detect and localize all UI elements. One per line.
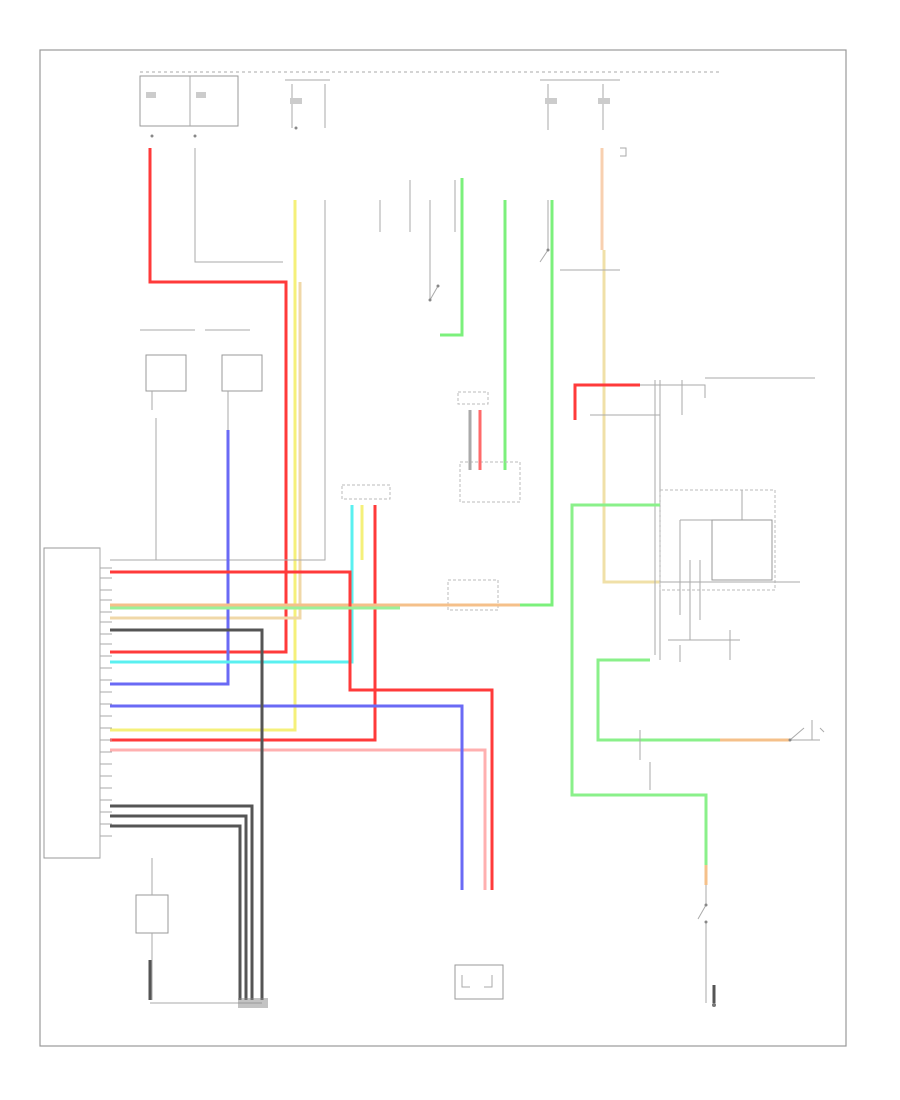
under-hood-fuse-block: [139, 75, 239, 138]
relay-left-1: [140, 329, 195, 560]
fuse-icon: [598, 98, 610, 104]
fuse-icon: [146, 92, 156, 98]
control-unit-right: [573, 377, 815, 662]
switch-right: [788, 720, 825, 742]
sensor-bottom-center: [454, 964, 504, 1000]
wire-dark-ecu-4: [110, 824, 242, 1000]
wire-tan-main: [110, 282, 302, 620]
switch-cluster: [379, 178, 550, 470]
relay-left-2: [110, 329, 263, 686]
sensor-bottom-left: [135, 858, 262, 1004]
wire-red-main: [110, 148, 288, 654]
wire-green-long: [520, 200, 554, 607]
wire-dark-ecu-2: [110, 804, 254, 1000]
wire-blue-ecu-2: [110, 704, 464, 890]
ecu-pin-rows: [100, 567, 112, 837]
wire-red-ecu-1: [110, 570, 494, 890]
fuse-icon: [290, 98, 302, 104]
dash-fuse-block-left: [285, 79, 330, 130]
diagram-frame: [39, 49, 847, 1047]
ecu-module: [43, 547, 112, 859]
connector-center: [457, 391, 521, 503]
connector-lower-middle: [110, 579, 520, 611]
wire-yellow-main: [110, 200, 297, 732]
wire-dark-ecu-3: [110, 814, 248, 1000]
wire-tan-right: [602, 250, 660, 584]
fuse-icon: [545, 98, 557, 104]
dash-fuse-block-right: [540, 79, 627, 157]
fuse-icon: [196, 92, 206, 98]
ground-connector-bottom-left: [238, 998, 268, 1008]
wire-green-right-1: [570, 503, 700, 797]
wire-green-right-3: [700, 793, 708, 865]
connector-center-left: [110, 484, 391, 742]
wire-gray-main: [194, 148, 283, 263]
wire-gray-feed: [110, 200, 326, 561]
switch-bottom-right: [697, 865, 716, 1007]
wire-green-right-2: [596, 658, 780, 742]
junction-right: [639, 730, 651, 790]
wire-dark-ecu-1: [110, 628, 264, 1000]
wire-pink-ecu: [110, 748, 487, 890]
